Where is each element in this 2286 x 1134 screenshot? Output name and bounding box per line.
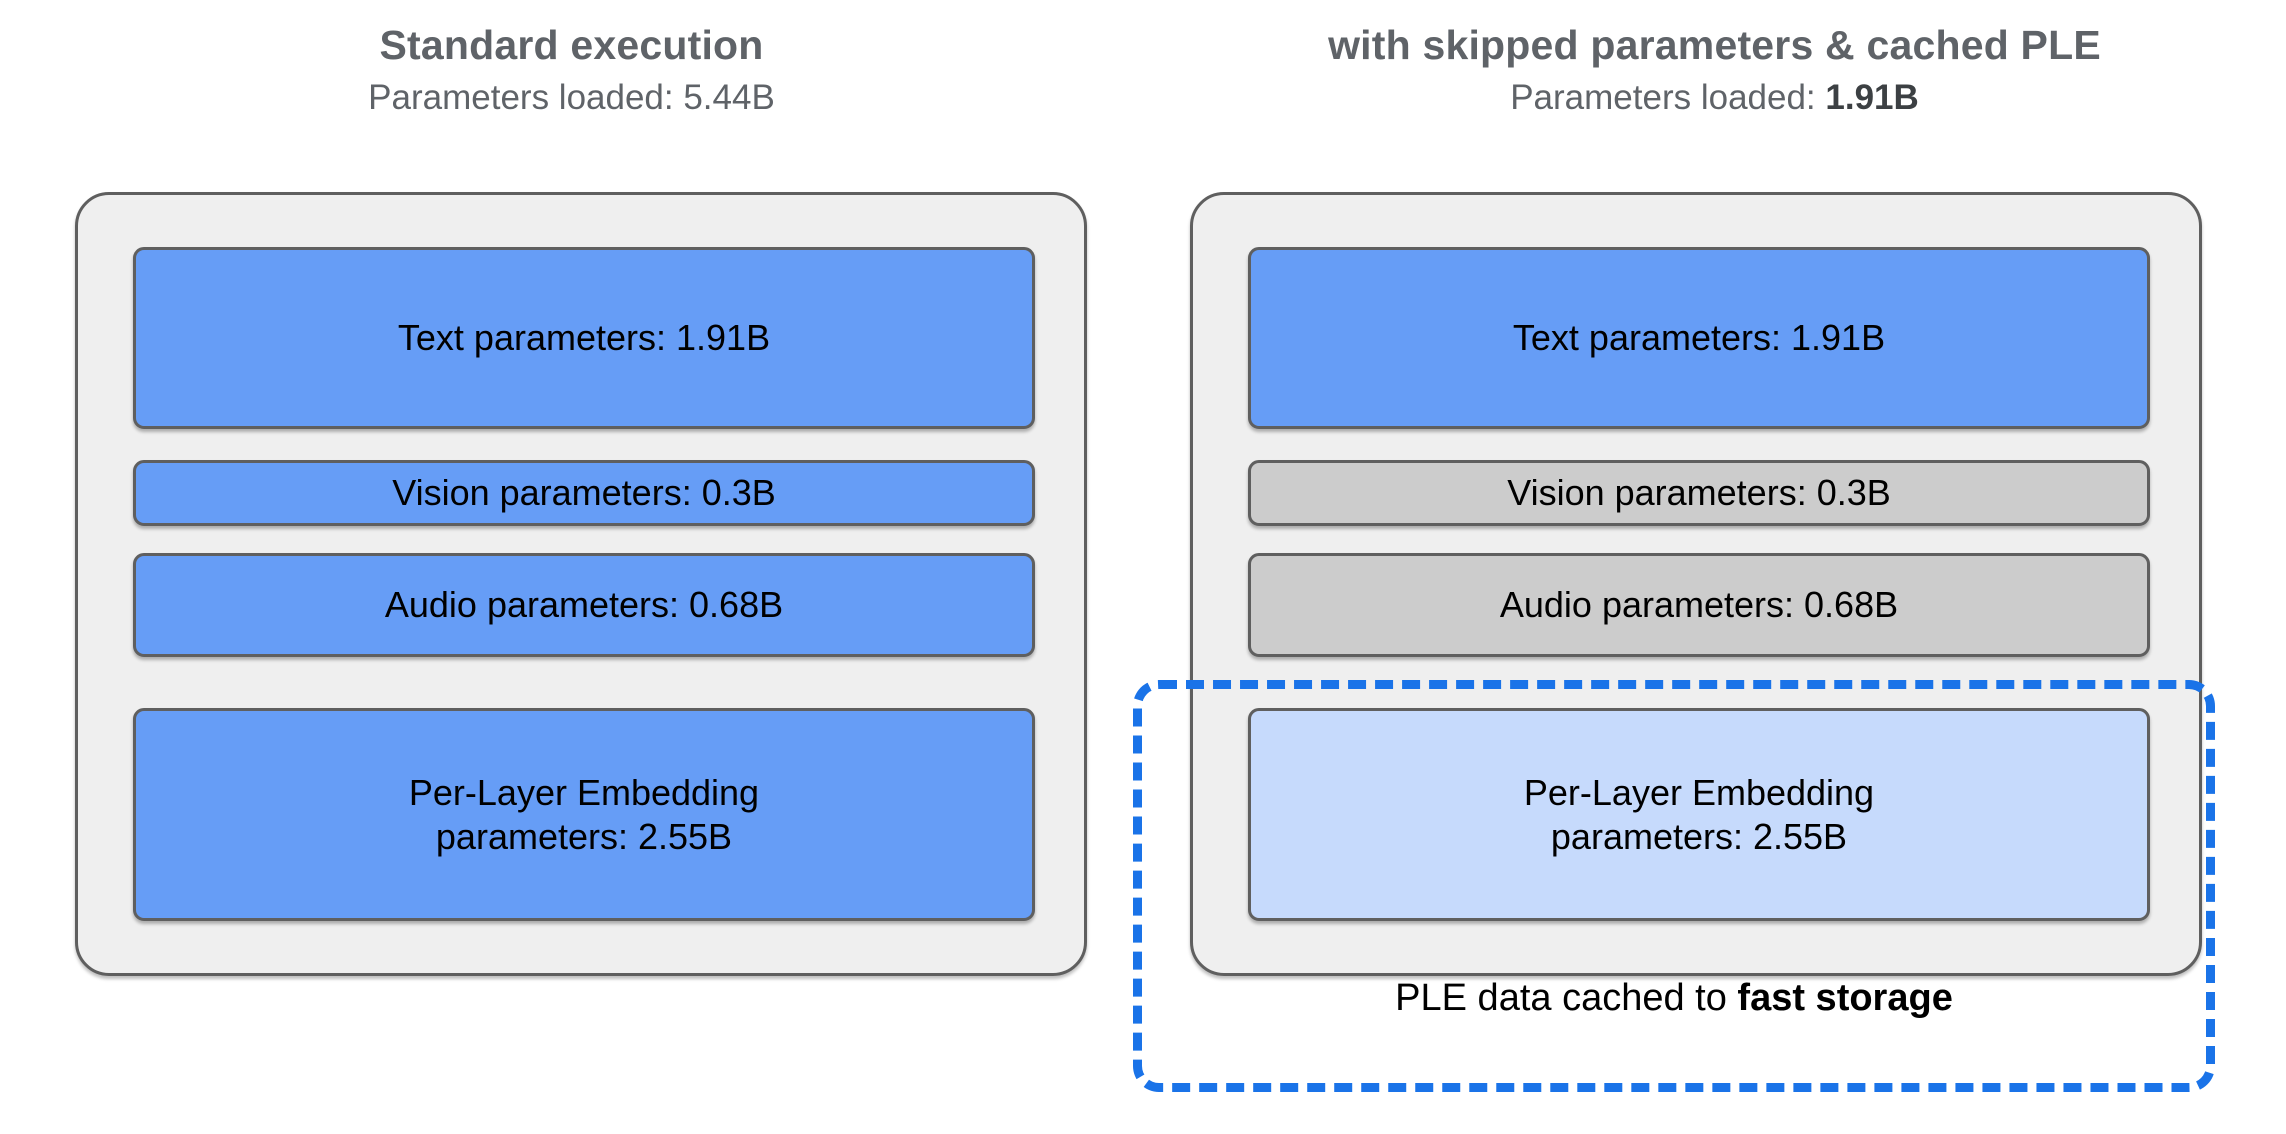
subtitle-label-optimized: Parameters loaded: xyxy=(1510,78,1826,117)
block-audio-parameters-optimized[interactable]: Audio parameters: 0.68B xyxy=(1248,553,2150,657)
block-text-parameters-standard[interactable]: Text parameters: 1.91B xyxy=(133,247,1035,429)
column-title-standard: Standard execution xyxy=(379,22,764,68)
column-optimized-execution: with skipped parameters & cached PLE Par… xyxy=(1143,0,2286,1134)
subtitle-value-standard: 5.44B xyxy=(683,78,775,117)
subtitle-value-optimized: 1.91B xyxy=(1825,78,1919,117)
panel-standard-execution: Text parameters: 1.91B Vision parameters… xyxy=(75,192,1087,976)
block-audio-parameters-standard[interactable]: Audio parameters: 0.68B xyxy=(133,553,1035,657)
column-title-optimized: with skipped parameters & cached PLE xyxy=(1328,22,2101,68)
cache-callout-caption: PLE data cached to fast storage xyxy=(1133,977,2215,1020)
column-subtitle-optimized: Parameters loaded: 1.91B xyxy=(1143,78,2286,118)
column-subtitle-standard: Parameters loaded: 5.44B xyxy=(0,78,1143,118)
cache-caption-prefix: PLE data cached to xyxy=(1395,977,1738,1019)
panel-optimized-execution: Text parameters: 1.91B Vision parameters… xyxy=(1190,192,2202,976)
block-vision-parameters-optimized[interactable]: Vision parameters: 0.3B xyxy=(1248,460,2150,526)
block-text-parameters-optimized[interactable]: Text parameters: 1.91B xyxy=(1248,247,2150,429)
cache-caption-emphasis: fast storage xyxy=(1737,977,1953,1019)
block-vision-parameters-standard[interactable]: Vision parameters: 0.3B xyxy=(133,460,1035,526)
subtitle-label-standard: Parameters loaded: xyxy=(368,78,684,117)
column-standard-execution: Standard execution Parameters loaded: 5.… xyxy=(0,22,1143,976)
